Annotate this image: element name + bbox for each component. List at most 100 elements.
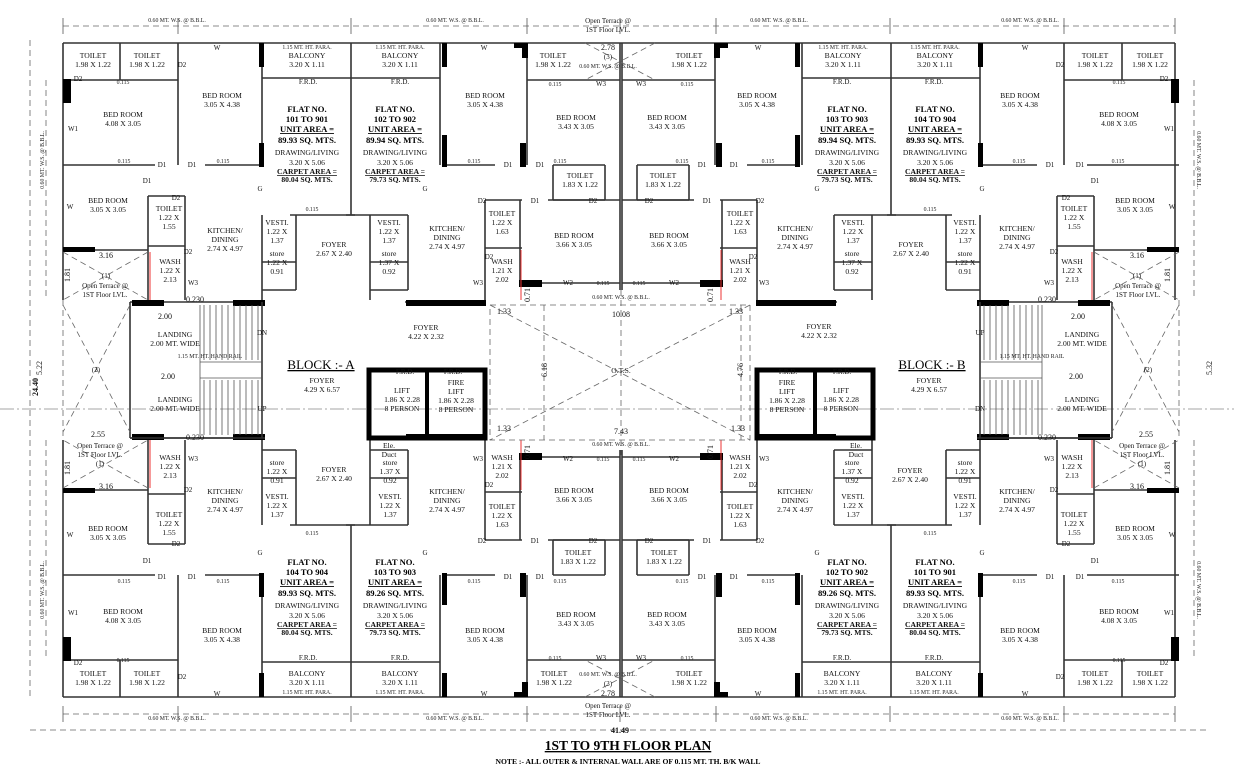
- door-window-tag: D1: [143, 177, 152, 185]
- room-size: 8 PERSON: [385, 404, 420, 413]
- room-name: BALCONY: [917, 51, 954, 60]
- column: [259, 43, 264, 67]
- door-window-tag: W1: [1164, 125, 1175, 133]
- door-window-tag: D1: [1091, 177, 1100, 185]
- column: [795, 673, 800, 697]
- column: [132, 300, 164, 306]
- room-size: 1.22 X: [955, 501, 976, 510]
- dimension-label: 0.71: [706, 288, 715, 302]
- column: [519, 453, 542, 460]
- dimension-label: 1.81: [63, 268, 72, 282]
- room-name: TOILET: [567, 171, 594, 180]
- room-size: 1.98 X 1.22: [1077, 678, 1113, 687]
- carpet-area-label: CARPET AREA =: [905, 167, 965, 176]
- carpet-area-value: 80.04 SQ. MTS.: [281, 628, 332, 637]
- room-name: BALCONY: [825, 51, 862, 60]
- drawing-living-size: 3.20 X 5.06: [377, 611, 413, 620]
- room-size: 3.20 X 1.11: [917, 60, 953, 69]
- dimension-label: 41.49: [611, 726, 629, 735]
- room-name: BED ROOM: [1000, 91, 1040, 100]
- terrace-diagonal: [584, 42, 656, 81]
- room-size: 1.22 X: [267, 258, 288, 267]
- room-size: 1.37: [270, 236, 283, 245]
- room-name: KITCHEN/: [999, 224, 1035, 233]
- room-size: 8 PERSON: [439, 405, 474, 414]
- room-size: 3.05 X 3.05: [90, 205, 126, 214]
- dimension-label: 1.33: [731, 424, 745, 433]
- column: [978, 673, 983, 697]
- room-size: 2.00 MT. WIDE: [1057, 404, 1107, 413]
- door-window-tag: D1: [531, 537, 540, 545]
- annotation: 0.60 MT. W.S. @ B.B.L.: [750, 18, 808, 24]
- room-name: store: [958, 458, 973, 467]
- room-size: 4.08 X 3.05: [1101, 616, 1137, 625]
- room-size: 4.29 X 6.57: [304, 385, 340, 394]
- room-size: 3.43 X 3.05: [649, 619, 685, 628]
- annotation: 0.60 MT. W.S. @ B.B.L.: [426, 18, 484, 24]
- dimension-label: 3.16: [1130, 482, 1144, 491]
- room-name: WASH: [159, 257, 181, 266]
- room-size: 3.43 X 3.05: [558, 619, 594, 628]
- drawing-living-label: DRAWING/LIVING: [903, 148, 968, 157]
- door-window-tag: W3: [759, 279, 770, 287]
- wall-thickness-label: 0.115: [1113, 658, 1126, 664]
- room-size: 1.22 X: [1062, 462, 1083, 471]
- door-window-tag: D2: [1062, 194, 1071, 202]
- drawing-living-label: DRAWING/LIVING: [275, 148, 340, 157]
- room-size: 3.66 X 3.05: [651, 495, 687, 504]
- room-size: 0.91: [958, 476, 971, 485]
- door-window-tag: D2: [485, 253, 494, 261]
- dimension-label: 10.08: [612, 310, 630, 319]
- annotation: Open Terrace @: [585, 702, 631, 710]
- annotation: UP: [258, 405, 267, 413]
- door-window-tag: W: [1022, 690, 1029, 698]
- door-window-tag: D2: [749, 253, 758, 261]
- door-window-tag: D1: [504, 161, 513, 169]
- door-window-tag: W: [67, 203, 74, 211]
- column: [63, 488, 95, 493]
- terrace-diagonal: [62, 251, 149, 301]
- dimension-label: 0.230: [186, 295, 204, 304]
- drawing-living-label: DRAWING/LIVING: [815, 148, 880, 157]
- room-size: 2.74 X 4.97: [999, 505, 1035, 514]
- column: [1171, 637, 1179, 661]
- room-size: 3.20 X 1.11: [825, 60, 861, 69]
- door-window-tag: W: [67, 531, 74, 539]
- annotation: 0.60 MT. W.S. @ B.B.L.: [148, 716, 206, 722]
- room-size: 1.83 X 1.22: [562, 180, 598, 189]
- room-size: 2.02: [495, 275, 508, 284]
- room-size: 1.63: [495, 520, 508, 529]
- room-size: 2.00 MT. WIDE: [150, 339, 200, 348]
- annotation: F.R.D.: [833, 654, 852, 662]
- annotation: 1ST Floor LVL.: [1120, 451, 1165, 459]
- carpet-area-value: 80.04 SQ. MTS.: [909, 175, 960, 184]
- door-window-tag: D1: [1076, 161, 1085, 169]
- room-size: 1.22 X: [1062, 266, 1083, 275]
- unit-area-value: 89.94 SQ. MTS.: [818, 135, 876, 145]
- flat-number-label: FLAT NO.: [827, 104, 866, 114]
- column: [700, 453, 723, 460]
- room-size: 3.20 X 1.11: [824, 678, 860, 687]
- unit-area-value: 89.93 SQ. MTS.: [278, 588, 336, 598]
- wall-thickness-label: 0.115: [676, 159, 689, 165]
- room-name: VESTI.: [377, 218, 401, 227]
- room-size: 1.21 X: [492, 462, 513, 471]
- wall-thickness-label: 0.115: [118, 579, 131, 585]
- room-size: 2.13: [163, 471, 176, 480]
- column: [519, 280, 542, 287]
- door-window-tag: D2: [172, 194, 181, 202]
- room-name: TOILET: [676, 669, 703, 678]
- wall-thickness-label: 0.115: [597, 457, 610, 463]
- column: [978, 573, 983, 597]
- carpet-area-value: 79.73 SQ. MTS.: [821, 175, 872, 184]
- flat-number-label: FLAT NO.: [915, 557, 954, 567]
- room-name: BALCONY: [289, 51, 326, 60]
- room-size: 1.22 X: [380, 501, 401, 510]
- room-size: 1.37: [270, 510, 283, 519]
- annotation: 0.60 MT. W.S. @ B.B.L.: [592, 442, 650, 448]
- column: [442, 673, 447, 697]
- door-window-tag: D2: [478, 537, 487, 545]
- column: [1147, 247, 1179, 252]
- drawing-living-size: 3.20 X 5.06: [829, 158, 865, 167]
- room-size: 3.20 X 1.11: [382, 678, 418, 687]
